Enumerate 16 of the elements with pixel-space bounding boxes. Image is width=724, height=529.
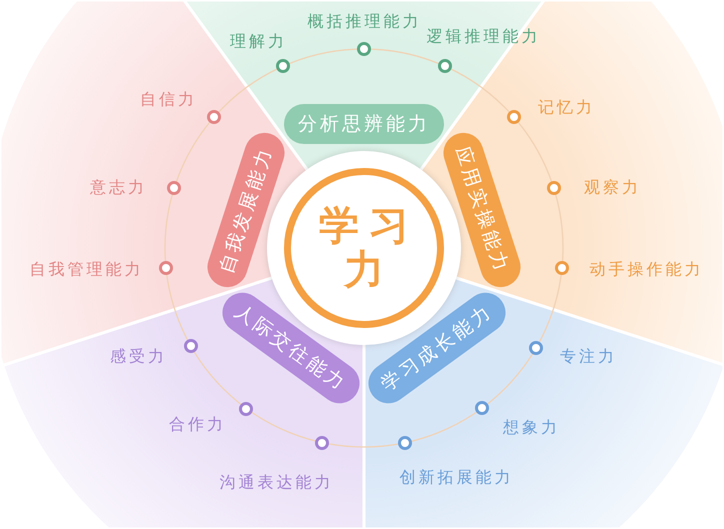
skill-label: 自信力 — [137, 90, 197, 110]
skill-label: 自我管理能力 — [26, 260, 144, 280]
skill-label: 逻辑推理能力 — [424, 26, 540, 48]
skill-label: 想象力 — [500, 418, 560, 438]
skill-label: 概括推理能力 — [304, 12, 422, 32]
skill-label: 记忆力 — [535, 98, 595, 118]
skill-label: 观察力 — [581, 178, 641, 198]
skill-label: 专注力 — [557, 346, 617, 368]
skill-label: 动手操作能力 — [586, 260, 704, 280]
skill-label: 创新拓展能力 — [396, 468, 514, 488]
skill-label: 沟通表达能力 — [216, 472, 334, 494]
skill-label: 理解力 — [227, 32, 287, 52]
skill-label: 合作力 — [166, 414, 226, 436]
sector-title: 分析思辨能力 — [284, 104, 444, 144]
skill-label: 感受力 — [107, 346, 167, 368]
skill-label: 意志力 — [87, 178, 147, 198]
